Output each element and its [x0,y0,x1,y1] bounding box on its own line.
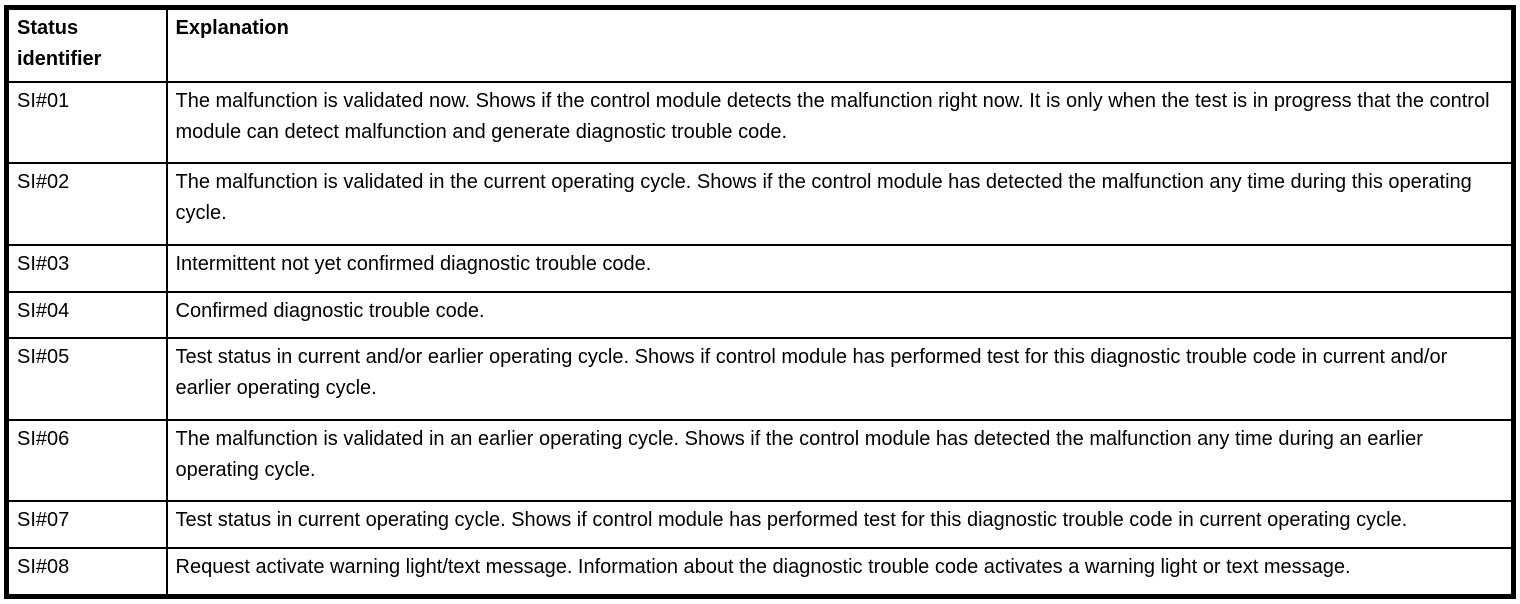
explanation-cell: Request activate warning light/text mess… [165,546,1515,598]
explanation-cell: Test status in current operating cycle. … [165,500,1515,549]
status-identifier-column-header: Status identifier [5,6,168,83]
status-identifier-cell: SI#02 [5,162,168,246]
table-header-row: Status identifier Explanation [5,6,1515,83]
table-row: SI#07 Test status in current operating c… [5,500,1515,549]
status-identifier-cell: SI#07 [5,500,168,549]
table-row: SI#04 Confirmed diagnostic trouble code. [5,290,1515,340]
explanation-cell: The malfunction is validated in the curr… [165,162,1515,246]
table-row: SI#01 The malfunction is validated now. … [5,80,1515,165]
status-identifier-cell: SI#05 [5,337,168,421]
status-identifier-cell: SI#03 [5,243,168,293]
status-identifier-cell: SI#06 [5,418,168,503]
explanation-cell: The malfunction is validated in an earli… [165,418,1515,503]
explanation-cell: Confirmed diagnostic trouble code. [165,290,1515,340]
explanation-cell: Intermittent not yet confirmed diagnosti… [165,243,1515,293]
table-row: SI#06 The malfunction is validated in an… [5,418,1515,503]
table-row: SI#03 Intermittent not yet confirmed dia… [5,243,1515,293]
table-row: SI#02 The malfunction is validated in th… [5,162,1515,246]
table-row: SI#05 Test status in current and/or earl… [5,337,1515,421]
explanation-column-header: Explanation [165,6,1515,83]
table-row: SI#08 Request activate warning light/tex… [5,546,1515,598]
status-identifier-cell: SI#01 [5,80,168,165]
status-identifier-cell: SI#08 [5,546,168,598]
status-identifier-cell: SI#04 [5,290,168,340]
explanation-cell: Test status in current and/or earlier op… [165,337,1515,421]
status-identifier-table: Status identifier Explanation SI#01 The … [4,5,1516,599]
explanation-cell: The malfunction is validated now. Shows … [165,80,1515,165]
